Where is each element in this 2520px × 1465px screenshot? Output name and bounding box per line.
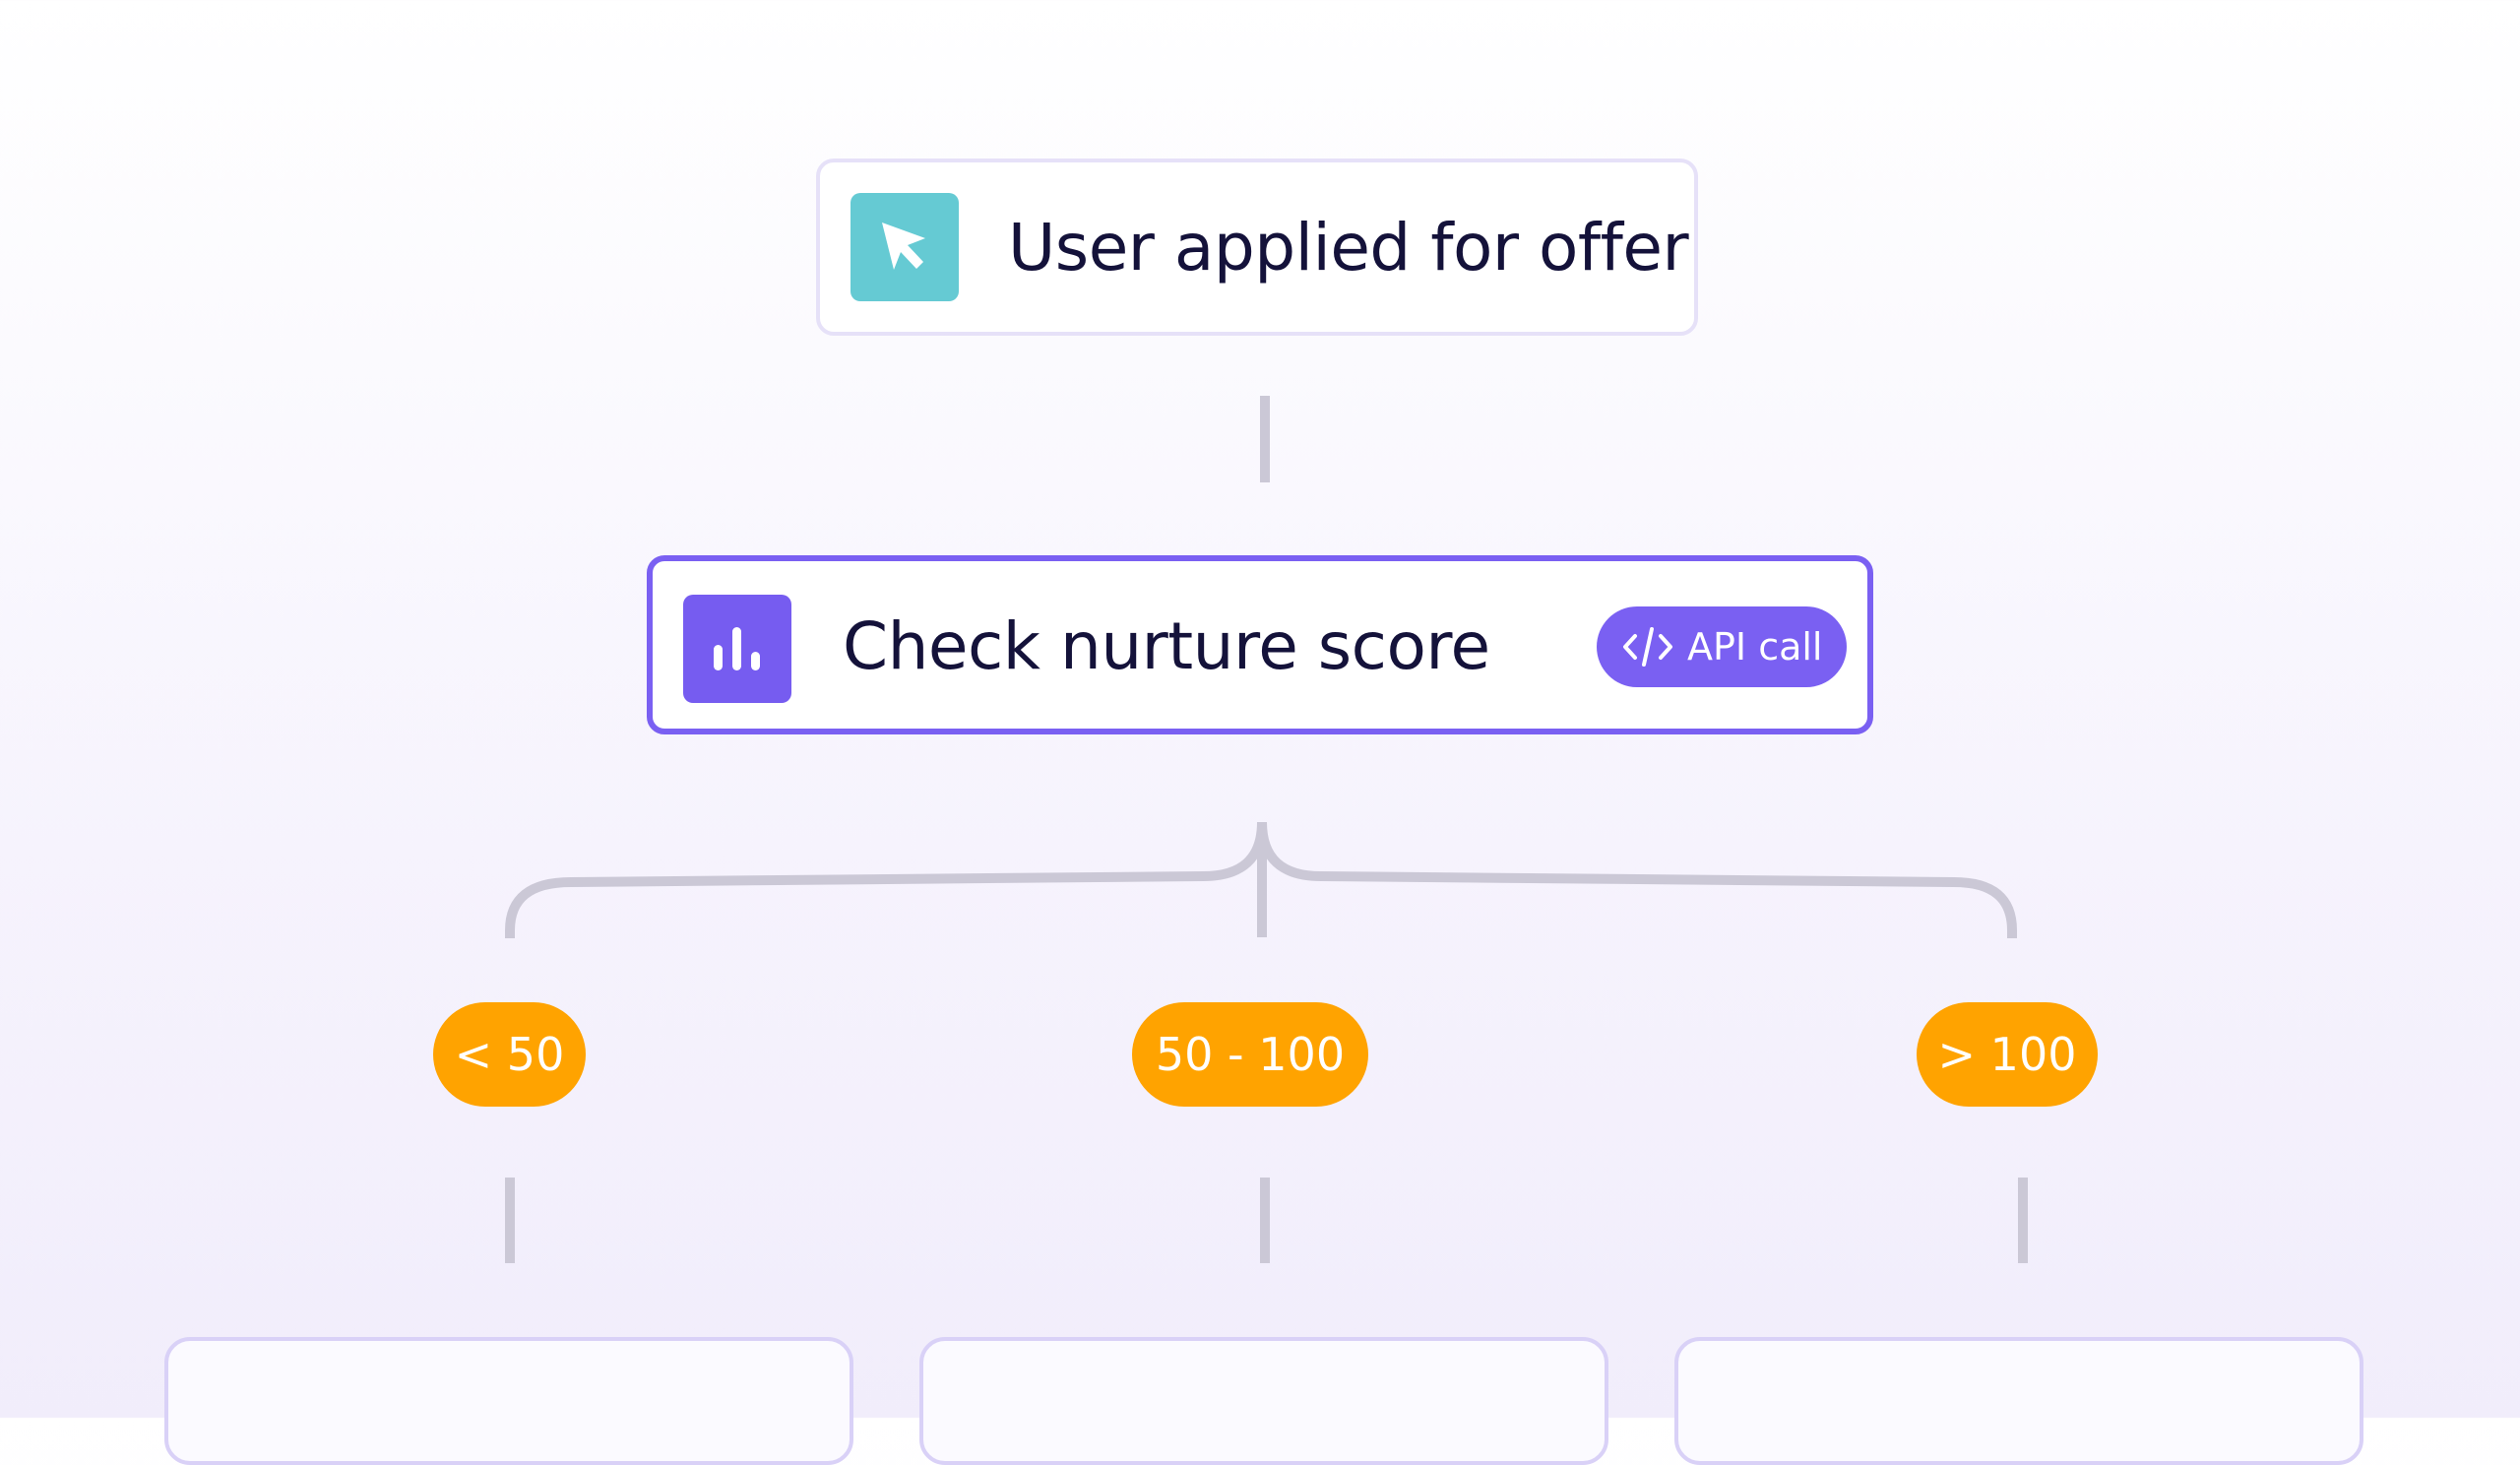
branch-pill-mid[interactable]: 50 - 100 bbox=[1132, 1002, 1368, 1107]
branch-pill-low[interactable]: < 50 bbox=[433, 1002, 586, 1107]
child-node-low[interactable] bbox=[164, 1337, 853, 1465]
trigger-node-title: User applied for offer bbox=[1008, 210, 1689, 286]
trigger-node[interactable]: User applied for offer bbox=[816, 159, 1698, 336]
check-score-node-title: Check nurture score bbox=[843, 608, 1490, 684]
api-call-label: API call bbox=[1687, 625, 1823, 669]
workflow-canvas: User applied for offer Check nurture sco… bbox=[164, 159, 2363, 1465]
code-icon bbox=[1622, 625, 1673, 669]
child-node-high[interactable] bbox=[1674, 1337, 2363, 1465]
check-score-node[interactable]: Check nurture score API call bbox=[647, 555, 1873, 734]
child-node-mid[interactable] bbox=[919, 1337, 1608, 1465]
bar-chart-icon bbox=[683, 595, 791, 703]
connector-branch-split bbox=[505, 821, 2017, 938]
cursor-click-icon bbox=[850, 193, 959, 301]
api-call-badge[interactable]: API call bbox=[1597, 606, 1847, 687]
branch-pill-high[interactable]: > 100 bbox=[1917, 1002, 2098, 1107]
